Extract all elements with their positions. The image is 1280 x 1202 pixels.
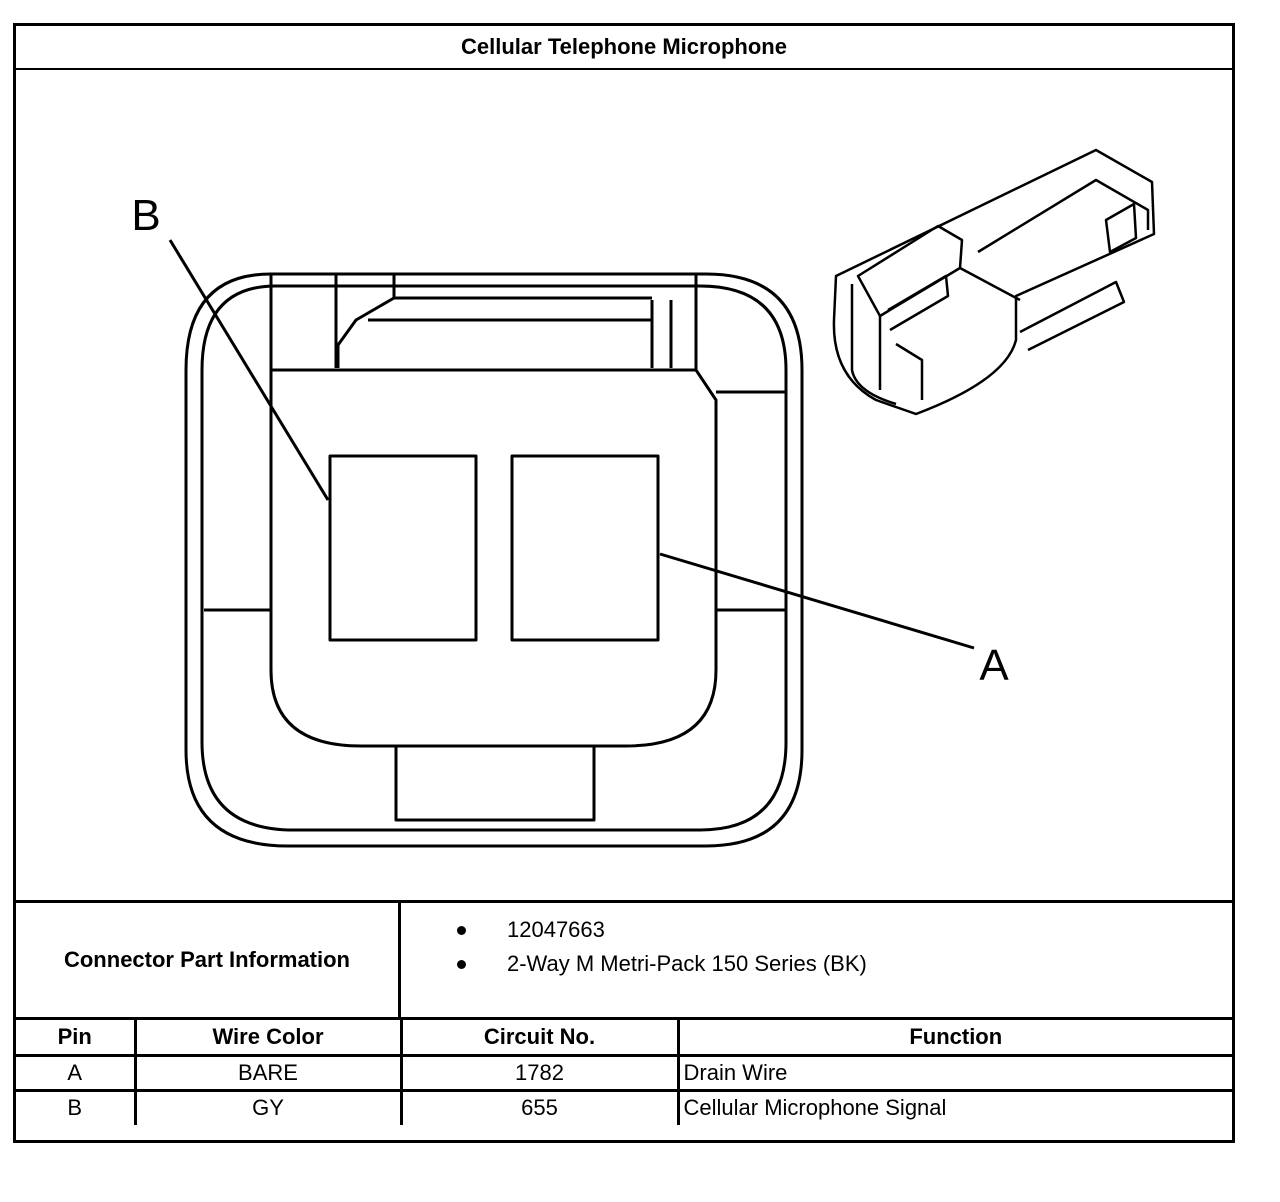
- header-circuit: Circuit No.: [399, 1020, 680, 1057]
- cavity-b: [328, 454, 478, 642]
- connector-description: 2-Way M Metri-Pack 150 Series (BK): [507, 951, 867, 976]
- bullet-icon: [457, 960, 466, 969]
- bullet-icon: [457, 926, 466, 935]
- connector-part-info: Connector Part Information 12047663 2-Wa…: [16, 900, 1232, 1020]
- cell-pin: A: [16, 1053, 137, 1092]
- bottom-tab: [394, 744, 596, 822]
- callout-b: B: [131, 191, 160, 240]
- connector-face-drawing: B A: [131, 148, 1156, 848]
- cell-circuit: 1782: [399, 1053, 680, 1092]
- table-row: B GY 655 Cellular Microphone Signal: [16, 1088, 1232, 1125]
- latch-block: [269, 272, 698, 372]
- housing-outer: [184, 272, 804, 848]
- callout-a: A: [979, 641, 1009, 690]
- table-row: A BARE 1782 Drain Wire: [16, 1053, 1232, 1092]
- connector-diagram: B A: [16, 70, 1232, 902]
- housing-inner: [200, 284, 788, 832]
- cell-function: Cellular Microphone Signal: [676, 1088, 1232, 1125]
- leader-a: [659, 552, 975, 650]
- cell-pin: B: [16, 1088, 137, 1125]
- cell-wire-color: BARE: [133, 1053, 403, 1092]
- connector-info-label: Connector Part Information: [16, 903, 401, 1017]
- list-item: 12047663: [401, 913, 1232, 947]
- pinout-table: Pin Wire Color Circuit No. Function A BA…: [16, 1020, 1232, 1125]
- leader-b: [168, 239, 330, 501]
- page-title: Cellular Telephone Microphone: [16, 26, 1232, 70]
- inner-body: [269, 368, 718, 748]
- part-number: 12047663: [507, 917, 605, 942]
- connector-iso-drawing: [832, 148, 1156, 416]
- connector-info-list: 12047663 2-Way M Metri-Pack 150 Series (…: [401, 903, 1232, 1027]
- cell-function: Drain Wire: [676, 1053, 1232, 1092]
- header-wire-color: Wire Color: [133, 1020, 403, 1057]
- header-function: Function: [676, 1020, 1232, 1057]
- list-item: 2-Way M Metri-Pack 150 Series (BK): [401, 947, 1232, 981]
- connector-sheet: Cellular Telephone Microphone: [13, 23, 1235, 1143]
- cavity-a: [510, 454, 660, 642]
- cell-circuit: 655: [399, 1088, 680, 1125]
- cell-wire-color: GY: [133, 1088, 403, 1125]
- header-pin: Pin: [16, 1020, 137, 1057]
- table-header-row: Pin Wire Color Circuit No. Function: [16, 1020, 1232, 1057]
